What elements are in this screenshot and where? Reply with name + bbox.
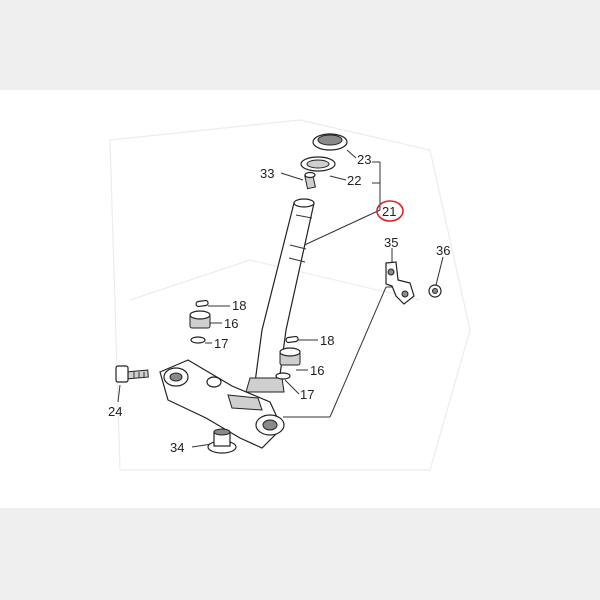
label-17-left: 17	[214, 336, 228, 351]
right-seal-group	[275, 335, 301, 380]
label-33: 33	[260, 166, 274, 181]
diagram-canvas: 23 22 33 21 35 36 18 16 17 18 16 17 24 3…	[0, 90, 600, 508]
label-21: 21	[382, 204, 396, 219]
label-34: 34	[170, 440, 184, 455]
label-16-left: 16	[224, 316, 238, 331]
part-36-screw	[428, 284, 442, 298]
lower-bracket	[159, 359, 285, 449]
part-23-cap	[312, 133, 348, 151]
label-24: 24	[108, 404, 122, 419]
label-35: 35	[384, 235, 398, 250]
part-24-bolt	[115, 365, 149, 383]
label-36: 36	[436, 243, 450, 258]
label-23: 23	[357, 152, 371, 167]
label-18-left: 18	[232, 298, 246, 313]
part-34-grommet	[207, 428, 237, 454]
part-22-race	[300, 156, 336, 172]
ghost-outlines	[109, 119, 471, 471]
label-16-right: 16	[310, 363, 324, 378]
part-33-bolt	[304, 171, 316, 190]
label-22: 22	[347, 173, 361, 188]
label-17-right: 17	[300, 387, 314, 402]
highlight-circle	[376, 200, 404, 222]
left-seal-group	[189, 299, 211, 344]
part-21-steering-stem	[245, 198, 315, 393]
part-labels: 23 22 33 21 35 36 18 16 17 18 16 17 24 3…	[108, 152, 450, 455]
steering-stem-exploded-diagram: 23 22 33 21 35 36 18 16 17 18 16 17 24 3…	[108, 119, 471, 471]
label-18-right: 18	[320, 333, 334, 348]
part-35-clip	[385, 261, 415, 305]
top-gray-band	[0, 0, 600, 90]
bottom-gray-band	[0, 508, 600, 600]
